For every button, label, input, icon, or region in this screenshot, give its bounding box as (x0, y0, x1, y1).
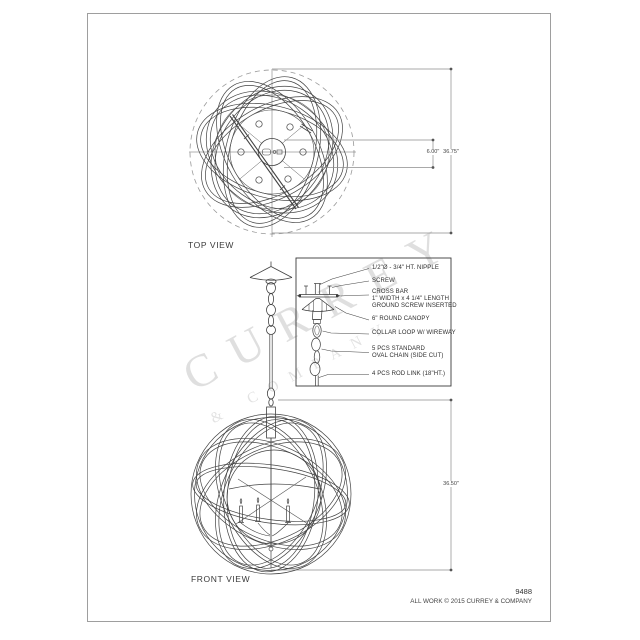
dimension-endpoints (431, 67, 453, 572)
candles (238, 497, 291, 523)
top-view-label: TOP VIEW (188, 240, 235, 250)
detail-label-nipple: 1/2"Ø - 3/4" HT. NIPPLE (372, 264, 439, 271)
front-view-label: FRONT VIEW (191, 574, 251, 584)
front-view-chain (249, 261, 293, 439)
dim-front-height: 36.50" (442, 481, 460, 487)
detail-label-rod-link: 4 PCS ROD LINK (18"HT.) (372, 370, 446, 377)
copyright-notice: ALL WORK © 2015 CURREY & COMPANY (410, 598, 532, 605)
dim-top-diameter: 36.75" (442, 149, 460, 155)
detail-label-canopy: 6" ROUND CANOPY (372, 315, 430, 322)
page-border (87, 13, 551, 622)
leader-lines (318, 268, 370, 378)
detail-label-oval-chain: 5 PCS STANDARD OVAL CHAIN (SIDE CUT) (372, 345, 444, 359)
dimension-lines (271, 67, 453, 572)
detail-box (295, 257, 452, 387)
front-view-drawing (190, 413, 352, 575)
detail-label-screw: SCREW (372, 277, 395, 284)
product-number: 9488 (515, 586, 532, 596)
canopy-assembly-drawing (296, 283, 341, 386)
dim-canopy-width: 6.00" (425, 149, 441, 155)
detail-label-collar-loop: COLLAR LOOP W/ WIREWAY (372, 329, 456, 336)
detail-label-cross-bar: CROSS BAR 1" WIDTH x 4 1/4" LENGTH GROUN… (372, 288, 457, 309)
top-view-drawing (189, 69, 356, 237)
